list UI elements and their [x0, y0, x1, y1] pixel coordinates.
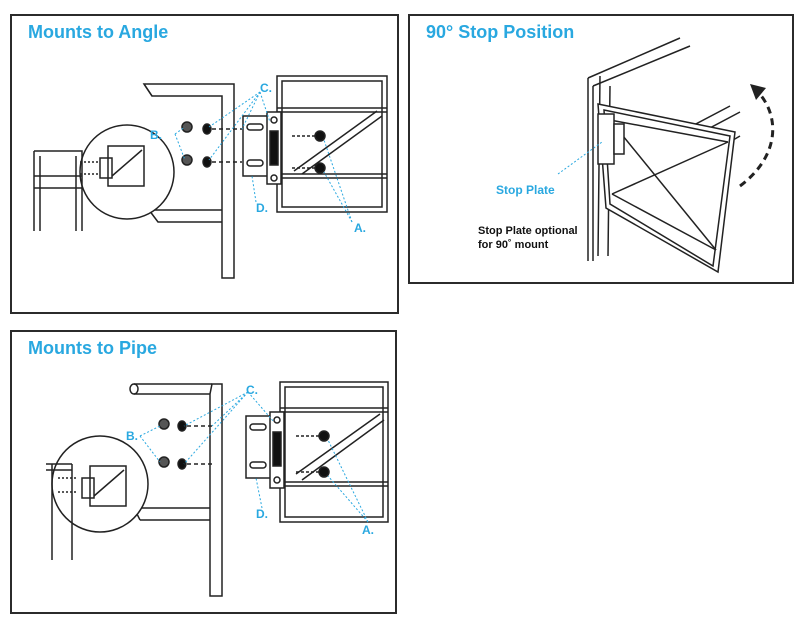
panel-title-angle: Mounts to Angle	[28, 22, 169, 42]
label-c-pipe: C.	[246, 383, 258, 397]
panel-mounts-to-angle: Mounts to Angle	[10, 14, 399, 314]
angle-mount-illustration: B. C. D. A.	[33, 75, 388, 279]
stop-position-illustration: Stop Plate Stop Plate optional for 90˚ m…	[478, 37, 775, 274]
stop-plate-note-line2: for 90˚ mount	[478, 239, 549, 251]
panel-mounts-to-pipe: Mounts to Pipe	[10, 330, 397, 614]
label-b-angle: B.	[150, 128, 162, 142]
label-d-angle: D.	[256, 201, 268, 215]
panel-title-pipe: Mounts to Pipe	[28, 338, 157, 358]
label-d-pipe: D.	[256, 507, 268, 521]
stop-plate-label: Stop Plate	[496, 183, 555, 197]
label-b-pipe: B.	[126, 429, 138, 443]
label-a-angle: A.	[354, 221, 366, 235]
label-a-pipe: A.	[362, 523, 374, 537]
label-c-angle: C.	[260, 81, 272, 95]
pipe-mount-illustration: B. C. D. A.	[46, 381, 389, 597]
stop-plate-note-line1: Stop Plate optional	[478, 225, 578, 237]
panel-90-stop-position: 90° Stop Position Stop Plate Stop Plate …	[408, 14, 794, 284]
panel-title-stop: 90° Stop Position	[426, 22, 575, 42]
